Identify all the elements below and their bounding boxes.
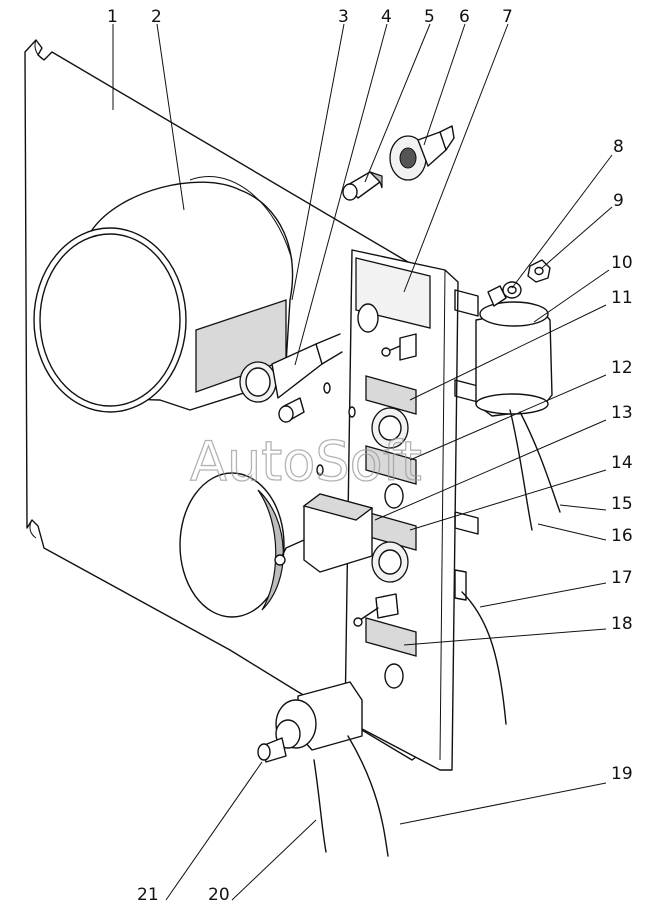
relay [475, 259, 553, 417]
callout-20: 20 [208, 885, 230, 905]
callout-14: 14 [611, 453, 633, 473]
callout-12: 12 [611, 358, 633, 378]
toggle-switch-upper [381, 333, 417, 361]
lamp-socket [389, 125, 455, 181]
callout-16: 16 [611, 526, 633, 546]
bulb [278, 397, 305, 423]
callout-18: 18 [611, 614, 633, 634]
callout-11: 11 [611, 288, 633, 308]
toggle-switch-lower [353, 593, 399, 627]
panel-hole [323, 382, 331, 394]
callout-8: 8 [613, 137, 624, 157]
callout-7: 7 [502, 7, 513, 27]
push-button-14 [371, 541, 409, 583]
lower-gauge [179, 472, 285, 618]
callout-4: 4 [381, 7, 392, 27]
bulb-5 [342, 171, 383, 201]
callout-6: 6 [459, 7, 470, 27]
large-gauge [33, 176, 294, 413]
warning-lamp [239, 333, 343, 403]
panel-hole [384, 483, 404, 509]
rocker-switch [274, 493, 374, 573]
callout-15: 15 [611, 494, 633, 514]
panel-hole [316, 464, 324, 476]
callout-17: 17 [611, 568, 633, 588]
panel-hole [384, 663, 404, 689]
switch-panel [316, 249, 479, 771]
label-plate-11 [365, 375, 417, 415]
panel-hole [357, 303, 379, 333]
rear-terminals [454, 289, 479, 601]
callout-9: 9 [613, 191, 624, 211]
callout-5: 5 [424, 7, 435, 27]
wires [313, 409, 561, 857]
callout-1: 1 [107, 7, 118, 27]
panel-hole [348, 406, 356, 418]
callout-10: 10 [611, 253, 633, 273]
watermark-text: AutoSoft [190, 430, 422, 493]
callout-13: 13 [611, 403, 633, 423]
label-plate-12 [365, 445, 417, 485]
push-button-11 [371, 407, 409, 449]
leader-lines [112, 23, 613, 901]
sender [257, 681, 363, 763]
callout-2: 2 [151, 7, 162, 27]
callout-3: 3 [338, 7, 349, 27]
callout-labels: 1 2 3 4 5 6 7 8 9 10 11 12 13 14 15 16 1… [107, 7, 633, 905]
callout-21: 21 [137, 885, 159, 905]
callout-19: 19 [611, 764, 633, 784]
label-plate-18 [365, 617, 417, 657]
